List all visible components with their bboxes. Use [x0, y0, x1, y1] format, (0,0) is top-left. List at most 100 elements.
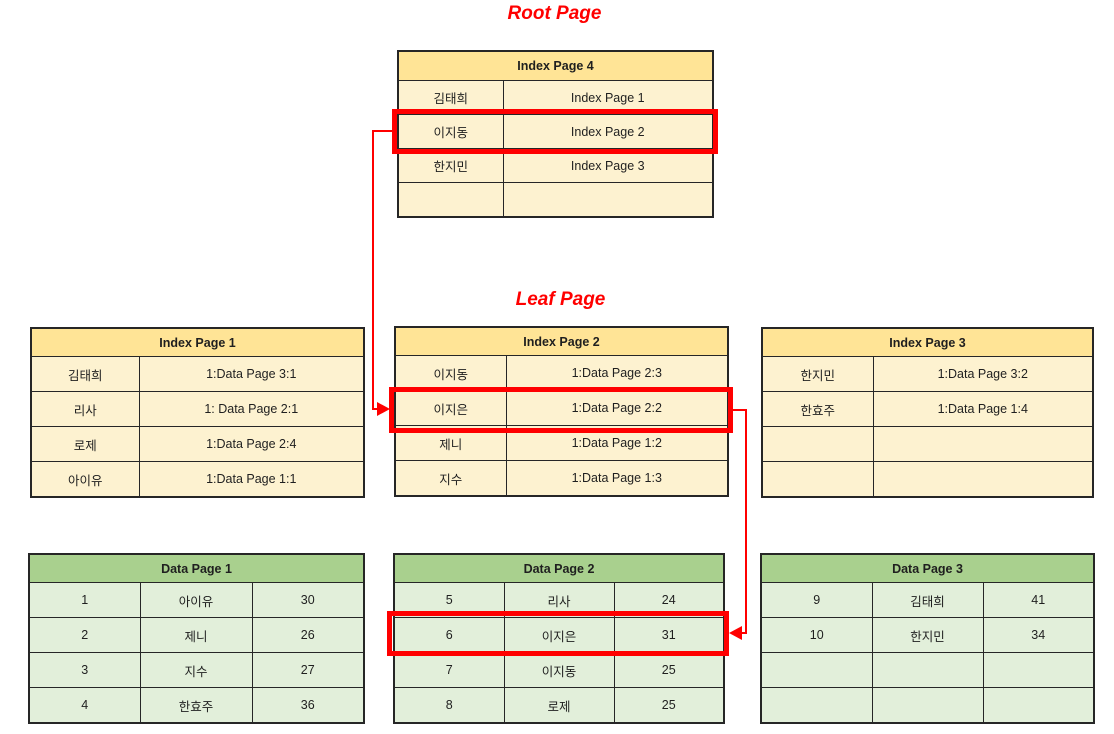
table-title: Index Page 4: [397, 50, 714, 81]
table-cell: 31: [613, 617, 725, 653]
table-cell: 6: [393, 617, 505, 653]
arrow-segment: [733, 409, 747, 411]
table-row: [761, 426, 1094, 462]
table-cell: 1:Data Page 1:3: [505, 460, 729, 497]
table-title: Data Page 1: [28, 553, 365, 583]
table-cell: 34: [982, 617, 1095, 653]
table-cell: 1:Data Page 3:1: [138, 356, 365, 392]
table-title: Data Page 3: [760, 553, 1095, 583]
arrowhead-icon: [729, 626, 742, 640]
table-row: [760, 687, 1095, 724]
table-title: Index Page 2: [394, 326, 729, 356]
table-cell: 36: [251, 687, 365, 724]
highlight-box-index2-row2: [389, 387, 733, 433]
table-cell: 1: Data Page 2:1: [138, 391, 365, 427]
table-cell: 1:Data Page 2:3: [505, 355, 729, 391]
arrow-segment: [745, 409, 747, 633]
table-cell: 8: [393, 687, 505, 724]
table-cell: 이지은: [394, 390, 507, 426]
arrow-segment: [372, 408, 380, 410]
table-header-row: Index Page 3: [761, 327, 1094, 357]
table-cell: 아이유: [30, 461, 140, 498]
arrow-segment: [372, 130, 394, 132]
table-cell: [872, 461, 1094, 498]
table-cell: 한지민: [397, 148, 504, 183]
table-cell: [502, 182, 714, 218]
table-title: Index Page 3: [761, 327, 1094, 357]
table-header-row: Data Page 3: [760, 553, 1095, 583]
table-cell: Index Page 2: [502, 114, 714, 149]
table-cell: [397, 182, 504, 218]
table-cell: 김태희: [30, 356, 140, 392]
table-cell: 1:Data Page 2:4: [138, 426, 365, 462]
table-cell: 김태희: [871, 582, 984, 618]
table-cell: 27: [251, 652, 365, 688]
table-header-row: Index Page 2: [394, 326, 729, 356]
table-header-row: Data Page 2: [393, 553, 725, 583]
table-cell: 2: [28, 617, 141, 653]
table-header-row: Index Page 4: [397, 50, 714, 81]
table-cell: 이지동: [397, 114, 504, 149]
arrow-segment: [372, 130, 374, 409]
table-cell: 1:Data Page 3:2: [872, 356, 1094, 392]
table-cell: 리사: [30, 391, 140, 427]
table-cell: 한지민: [761, 356, 874, 392]
highlight-box-index4-row2: [392, 109, 718, 154]
table-row: [397, 182, 714, 218]
table-cell: [872, 426, 1094, 462]
table-cell: 지수: [394, 460, 507, 497]
table-cell: [760, 652, 873, 688]
table-cell: 제니: [139, 617, 253, 653]
table-cell: [982, 687, 1095, 724]
leaf-page-title: Leaf Page: [515, 289, 606, 310]
table-cell: [761, 426, 874, 462]
table-cell: [871, 687, 984, 724]
table-cell: 25: [613, 687, 725, 724]
table-cell: 로제: [30, 426, 140, 462]
arrowhead-icon: [377, 402, 390, 416]
root-page-title: Root Page: [507, 3, 602, 24]
table-cell: 26: [251, 617, 365, 653]
table-cell: 이지은: [503, 617, 615, 653]
table-cell: [871, 652, 984, 688]
highlight-box-data2-row2: [387, 611, 729, 656]
table-cell: 3: [28, 652, 141, 688]
table-cell: 7: [393, 652, 505, 688]
table-cell: [760, 687, 873, 724]
table-title: Data Page 2: [393, 553, 725, 583]
arrow-segment: [740, 632, 747, 634]
table-cell: 41: [982, 582, 1095, 618]
table-cell: 지수: [139, 652, 253, 688]
table-cell: 30: [251, 582, 365, 618]
table-title: Index Page 1: [30, 327, 365, 357]
table-cell: 한효주: [761, 391, 874, 427]
table-cell: 25: [613, 652, 725, 688]
table-cell: 9: [760, 582, 873, 618]
table-header-row: Index Page 1: [30, 327, 365, 357]
table-header-row: Data Page 1: [28, 553, 365, 583]
table-cell: 10: [760, 617, 873, 653]
table-cell: 1: [28, 582, 141, 618]
table-cell: [982, 652, 1095, 688]
